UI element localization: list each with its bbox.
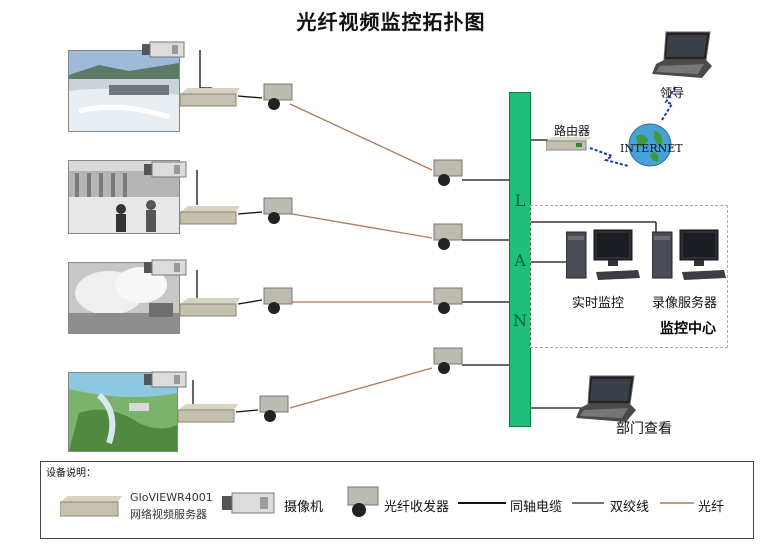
transceiver-left-2 <box>262 196 294 230</box>
legend-transceiver-icon <box>346 485 380 523</box>
recorder-server-icon <box>651 228 726 288</box>
internet-label: INTERNET <box>620 142 683 155</box>
transceiver-right-4 <box>432 346 464 380</box>
camera-3 <box>144 258 188 282</box>
twisted-line-4 <box>235 409 259 413</box>
lan-letter-a: A <box>514 251 526 270</box>
twisted-line-3 <box>237 299 263 305</box>
transceiver-right-2 <box>432 222 464 256</box>
transceiver-left-3 <box>262 286 294 320</box>
legend-coax-line-icon <box>458 502 506 504</box>
internet-globe-icon <box>624 122 676 172</box>
fiber-line-2 <box>291 213 433 239</box>
leader-label: 领导 <box>660 86 685 100</box>
legend-twisted-line-icon <box>572 502 604 504</box>
dept-label: 部门查看 <box>616 421 672 437</box>
legend-box <box>40 461 754 539</box>
twisted-line-2 <box>237 211 263 215</box>
dam-scene-image <box>69 51 179 131</box>
legend-camera-icon <box>222 490 278 520</box>
router-label: 路由器 <box>554 124 591 138</box>
lan-letter-l: L <box>514 191 526 210</box>
video-server-4 <box>177 402 238 428</box>
router-device <box>545 136 592 156</box>
twisted-line-1 <box>237 95 263 99</box>
transceiver-left-1 <box>262 82 294 116</box>
site-photo-1 <box>68 50 180 132</box>
fiber-line-1 <box>289 103 433 171</box>
dept-laptop-icon <box>576 374 638 430</box>
camera-4 <box>144 370 188 394</box>
transceiver-left-4 <box>258 394 290 428</box>
legend-camera-label: 摄像机 <box>284 500 324 515</box>
legend-server-icon <box>59 494 122 522</box>
video-server-2 <box>179 204 240 230</box>
page-title: 光纤视频监控拓扑图 <box>296 10 486 34</box>
spray-scene-image <box>69 263 179 333</box>
legend-fiber-label: 光纤 <box>698 500 725 515</box>
video-server-1 <box>179 86 240 112</box>
legend-coax-label: 同轴电缆 <box>510 500 563 515</box>
leader-laptop-icon <box>652 30 714 86</box>
transceiver-right-1 <box>432 158 464 192</box>
legend-title: 设备说明： <box>46 468 96 479</box>
camera-1 <box>142 40 186 64</box>
wireless-link-internet-leader <box>661 85 677 121</box>
legend-fiber-line-icon <box>660 502 694 504</box>
site-photo-3 <box>68 262 180 334</box>
legend-twisted-label: 双绞线 <box>610 500 650 515</box>
transceiver-right-3 <box>432 286 464 320</box>
monitoring-center-box <box>530 205 728 348</box>
camera-2 <box>144 160 188 184</box>
monitoring-center-label: 监控中心 <box>660 321 716 337</box>
recorder-label: 录像服务器 <box>652 296 718 311</box>
realtime-label: 实时监控 <box>572 296 625 311</box>
legend-transceiver-label: 光纤收发器 <box>384 500 450 515</box>
video-server-3 <box>179 296 240 322</box>
legend-server-desc: 网络视频服务器 <box>130 508 207 521</box>
wireless-link-router-internet <box>589 147 629 167</box>
fiber-line-4 <box>289 367 433 409</box>
lan-backbone: L A N <box>509 92 531 427</box>
lan-letter-n: N <box>513 311 527 330</box>
realtime-workstation-icon <box>565 228 640 288</box>
legend-server-name: GIoVIEWR4001 <box>130 491 213 504</box>
